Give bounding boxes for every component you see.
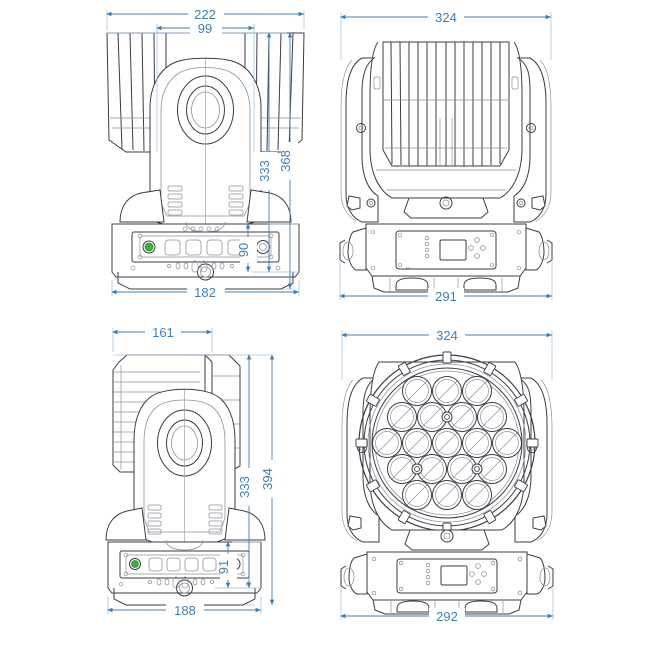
power-indicator-led (144, 242, 154, 252)
dim-profile-161: 161 (112, 324, 212, 340)
dim-label-188: 188 (174, 603, 196, 618)
dim-label-333-profile: 333 (237, 476, 252, 498)
side-extension-lines (339, 12, 553, 300)
dim-rear-333: 333 (257, 32, 277, 272)
front-yoke-arms (341, 377, 553, 543)
side-head-finned-body (382, 41, 510, 167)
dim-rear-90: 90 (236, 223, 257, 272)
dim-rear-99: 99 (156, 20, 254, 36)
view-side-upper: 324 291 (339, 9, 553, 304)
view-rear: 222 99 182 368 333 90 (106, 6, 305, 300)
view-front: 324 292 (340, 327, 554, 624)
side-arm-feet (346, 195, 546, 211)
front-led-array (372, 376, 522, 510)
front-bezel-tabs (355, 351, 539, 535)
front-mounting-screws (411, 411, 483, 475)
dim-side-324: 324 (340, 9, 551, 25)
dim-rear-222: 222 (106, 6, 304, 22)
dim-rear-368: 368 (278, 32, 298, 289)
dim-front-292: 292 (340, 608, 553, 624)
side-tilt-bracket (403, 196, 489, 219)
dim-label-182: 182 (194, 285, 216, 300)
dim-front-324: 324 (341, 327, 552, 343)
rear-yoke-arm (149, 57, 262, 227)
front-lcd-display (440, 565, 468, 586)
side-control-panel (370, 229, 522, 271)
profile-power-indicator-led (131, 560, 139, 568)
profile-xlr-connectors (148, 557, 217, 572)
dim-label-324-front: 324 (436, 328, 458, 343)
view-side-lower: 161 188 394 333 91 (105, 324, 280, 618)
dim-label-333: 333 (257, 160, 272, 182)
dim-label-394: 394 (260, 468, 275, 490)
side-yoke-arms (340, 57, 552, 223)
status-led-column (424, 235, 430, 259)
dim-side-291: 291 (339, 288, 552, 304)
dim-profile-394: 394 (260, 354, 280, 605)
profile-arm-shoulders (105, 504, 266, 541)
rear-vent-detail (167, 260, 234, 273)
navigation-buttons (468, 237, 486, 259)
dim-label-91: 91 (216, 560, 231, 574)
dim-label-222: 222 (194, 7, 216, 22)
dim-label-90: 90 (236, 243, 251, 257)
dim-profile-188: 188 (107, 602, 261, 618)
dim-rear-182: 182 (111, 284, 299, 300)
dim-profile-91: 91 (216, 541, 237, 588)
dim-profile-333: 333 (237, 354, 257, 588)
lcd-display (439, 239, 467, 261)
profile-connector-panel (118, 550, 251, 589)
profile-vent-detail (148, 576, 214, 589)
front-lower-panel (371, 556, 523, 596)
dim-label-292: 292 (436, 609, 458, 624)
dim-label-99: 99 (198, 21, 212, 36)
rear-xlr-connectors (164, 239, 244, 256)
dim-label-324-side: 324 (435, 10, 457, 25)
dim-label-291: 291 (435, 289, 457, 304)
dim-label-368: 368 (278, 150, 293, 172)
dim-label-161: 161 (152, 325, 174, 340)
profile-yoke-arm (133, 388, 236, 543)
